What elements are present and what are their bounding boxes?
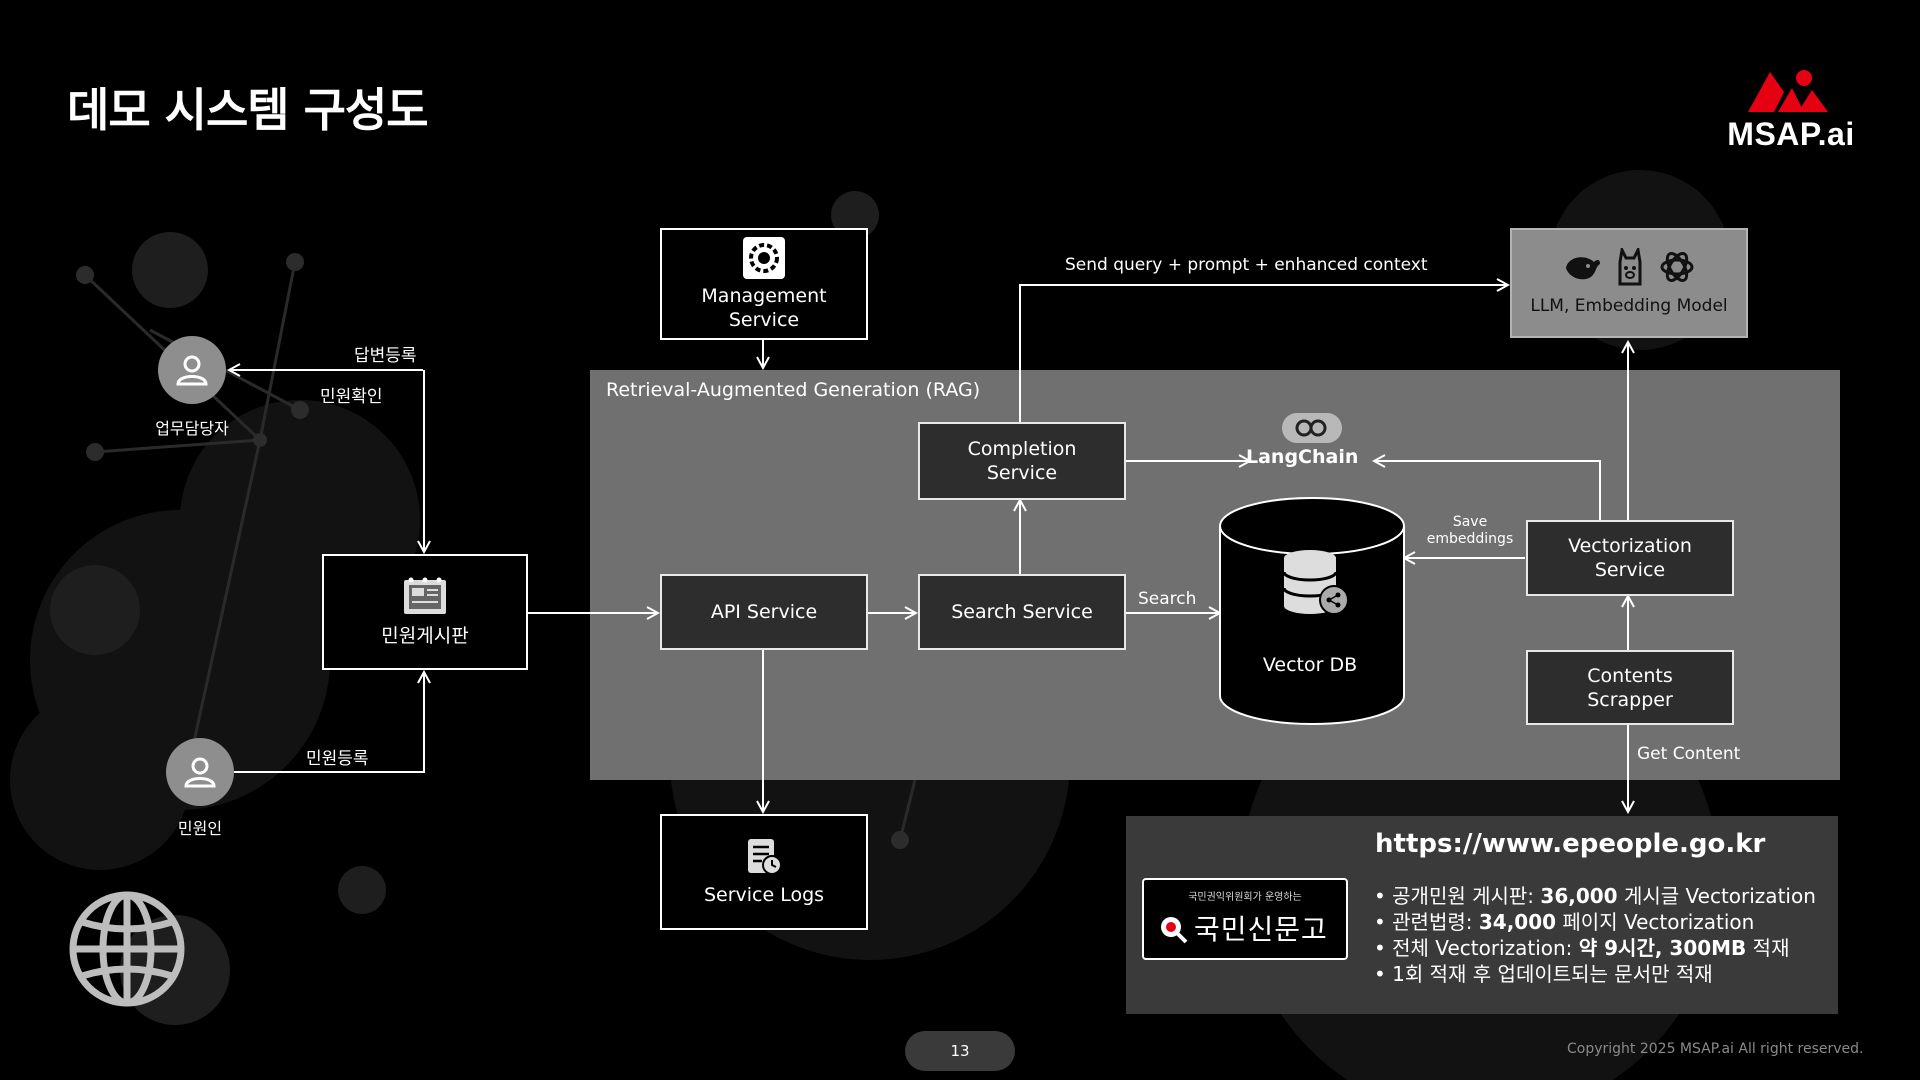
officer-avatar xyxy=(158,336,226,404)
langchain-icon xyxy=(1282,413,1342,443)
service-logs-box[interactable]: Service Logs xyxy=(660,814,868,930)
edge-label-send-query: Send query + prompt + enhanced context xyxy=(1065,255,1428,275)
database-icon xyxy=(1282,550,1349,615)
msap-logo: MSAP.ai xyxy=(1700,60,1882,160)
sinmungo-subtitle: 국민권익위원회가 운영하는 xyxy=(1188,892,1302,903)
info-bullet-2: • 관련법령: 34,000 페이지 Vectorization xyxy=(1374,910,1755,934)
page-title: 데모 시스템 구성도 xyxy=(67,83,429,137)
edge-label-search: Search xyxy=(1138,589,1197,609)
gear-icon xyxy=(743,237,785,279)
api-service-label: API Service xyxy=(710,601,818,623)
contents-scrapper-label: Contents Scrapper xyxy=(1587,664,1673,711)
vectorization-service-box[interactable]: Vectorization Service xyxy=(1526,520,1734,596)
edge-label-complaint-register: 민원등록 xyxy=(306,749,369,769)
magnifier-icon xyxy=(1161,917,1188,944)
contents-scrapper-box[interactable]: Contents Scrapper xyxy=(1526,650,1734,725)
edge-vectorization-langchain xyxy=(1374,461,1601,520)
citizen-name: 민원인 xyxy=(177,819,223,838)
completion-service-label: Completion Service xyxy=(967,438,1077,484)
sinmungo-title: 국민신문고 xyxy=(1194,913,1328,946)
vectorization-service-label: Vectorization Service xyxy=(1568,535,1692,581)
api-service-box[interactable]: API Service xyxy=(660,574,868,650)
edge-completion-llm xyxy=(1019,285,1508,422)
edge-citizen-board xyxy=(234,672,424,773)
search-service-label: Search Service xyxy=(951,601,1093,623)
log-file-icon xyxy=(748,839,782,875)
edge-label-save-embeddings: Save embeddings xyxy=(1426,514,1514,547)
completion-service-box[interactable]: Completion Service xyxy=(918,422,1126,500)
msap-logo-text: MSAP.ai xyxy=(1727,116,1855,152)
llm-icons xyxy=(1562,248,1696,286)
vector-db xyxy=(1219,497,1405,725)
info-bullet-3: • 전체 Vectorization: 약 9시간, 300MB 적재 xyxy=(1374,936,1790,960)
citizen-avatar xyxy=(166,738,234,806)
llm-box[interactable]: LLM, Embedding Model xyxy=(1510,228,1748,338)
llm-label: LLM, Embedding Model xyxy=(1530,296,1728,316)
deepseek-whale-icon xyxy=(1566,257,1600,280)
edge-label-get-content: Get Content xyxy=(1637,744,1741,764)
edge-label-answer-register: 답변등록 xyxy=(354,346,417,366)
msap-logo-mark-icon xyxy=(1748,70,1828,112)
service-logs-label: Service Logs xyxy=(703,884,825,906)
rag-label: Retrieval-Augmented Generation (RAG) xyxy=(606,379,981,401)
epeople-url[interactable]: https://www.epeople.go.kr xyxy=(1375,829,1766,859)
page-number: 13 xyxy=(905,1031,1015,1071)
copyright: Copyright 2025 MSAP.ai All right reserve… xyxy=(1567,1041,1864,1057)
management-service-box[interactable]: Management Service xyxy=(660,228,868,340)
langchain-label: LangChain xyxy=(1246,446,1359,468)
search-service-box[interactable]: Search Service xyxy=(918,574,1126,650)
vector-db-label: Vector DB xyxy=(1262,654,1358,676)
user-icon xyxy=(184,757,216,788)
sinmungo-logo: 국민권익위원회가 운영하는 국민신문고 xyxy=(1142,878,1348,960)
board-label: 민원게시판 xyxy=(381,625,469,647)
edge-label-complaint-check: 민원확인 xyxy=(320,387,383,407)
board-box[interactable]: 민원게시판 xyxy=(322,554,528,670)
bulletin-board-icon xyxy=(404,577,446,614)
openai-icon xyxy=(1660,252,1694,282)
info-bullet-4: • 1회 적재 후 업데이트되는 문서만 적재 xyxy=(1374,962,1713,986)
llama-icon xyxy=(1618,248,1642,286)
globe-icon xyxy=(69,891,185,1007)
management-service-label: Management Service xyxy=(701,285,827,331)
user-icon xyxy=(176,355,208,386)
info-bullet-1: • 공개민원 게시판: 36,000 게시글 Vectorization xyxy=(1374,884,1816,908)
officer-name: 업무담당자 xyxy=(155,419,229,438)
